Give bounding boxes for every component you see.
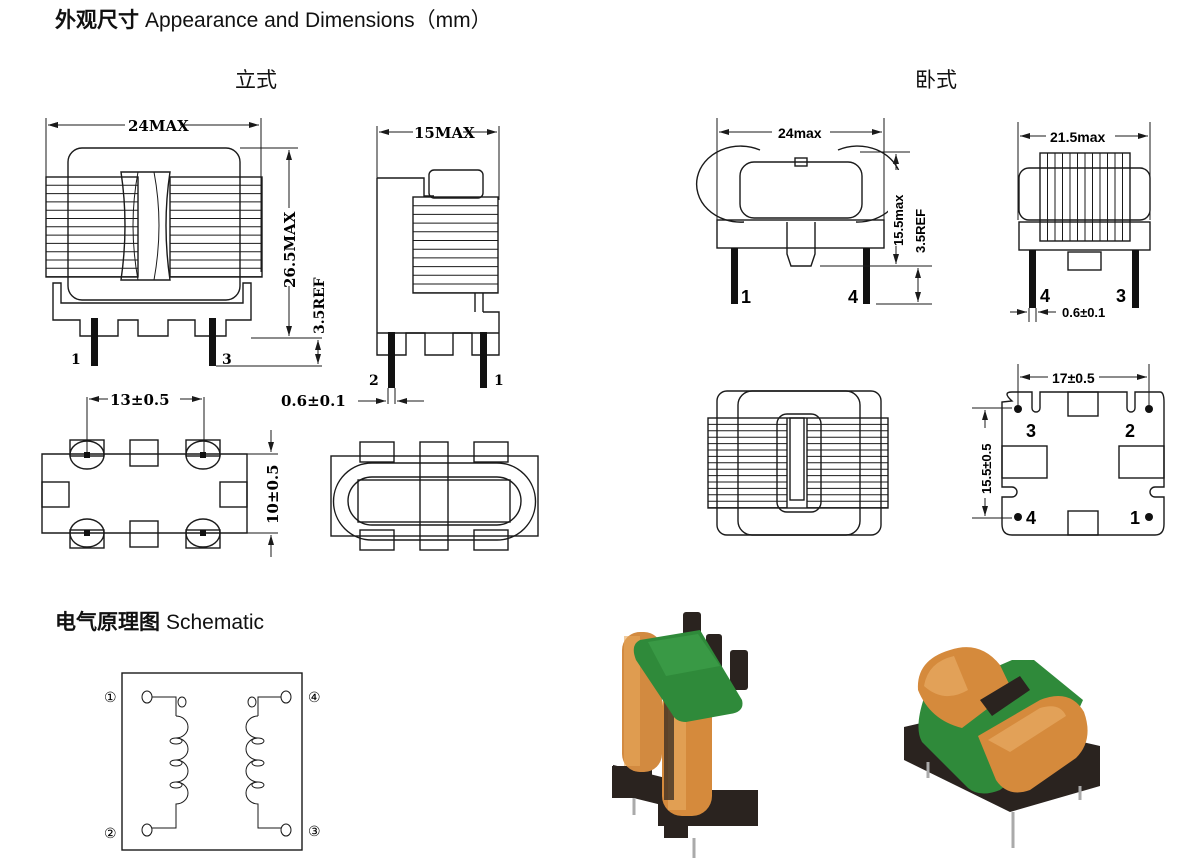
horizontal-height-label: 15.5max — [891, 194, 906, 246]
horizontal-choke-photo — [904, 647, 1100, 848]
vertical-top-view — [330, 441, 539, 551]
vertical-pitch-y-label: 10±0.5 — [264, 464, 282, 524]
schematic-pin-4: ④ — [308, 690, 321, 706]
schematic-title-cn: 电气原理图 — [55, 610, 160, 634]
vertical-height-label: 26.5MAX — [281, 211, 299, 288]
vertical-standoff-label: 3.5REF — [312, 277, 328, 334]
section-title-schematic: 电气原理图 Schematic — [55, 606, 264, 636]
horizontal-pin-dia-label: 0.6±0.1 — [1062, 305, 1105, 320]
horizontal-side-width-label: 21.5max — [1050, 129, 1105, 145]
horizontal-front-pin-4: 4 — [848, 287, 858, 307]
horizontal-front-view: 24max 1 4 15.5max 3.5REF — [695, 118, 932, 307]
horizontal-pitch-x-label: 17±0.5 — [1052, 370, 1095, 386]
horizontal-standoff-label: 3.5REF — [913, 209, 928, 253]
title-en: Appearance and Dimensions（mm） — [145, 9, 492, 32]
horizontal-type-label: 卧式 — [915, 68, 957, 92]
vertical-front-view: 24MAX 1 3 26.5MAX 3.5REF — [45, 117, 328, 368]
vertical-type-label: 立式 — [235, 68, 277, 92]
horizontal-front-pin-1: 1 — [741, 287, 751, 307]
horizontal-pitch-y-label: 15.5±0.5 — [979, 443, 994, 494]
vertical-side-width-label: 15MAX — [414, 124, 475, 142]
vertical-bottom-view: 13±0.5 10±0.5 — [41, 391, 282, 557]
vertical-choke-photo — [612, 612, 758, 858]
horizontal-bottom-view: 17±0.5 3 2 4 1 15.5±0.5 — [972, 364, 1165, 536]
section-title-appearance: 外观尺寸 Appearance and Dimensions（mm） — [55, 4, 492, 34]
horizontal-bottom-pin-3: 3 — [1026, 421, 1036, 441]
horizontal-side-view: 21.5max 4 3 0.6±0.1 — [1010, 122, 1151, 322]
schematic-pin-3: ③ — [308, 824, 321, 840]
schematic-title-en: Schematic — [166, 611, 265, 634]
horizontal-top-view — [707, 390, 889, 536]
schematic-pin-1: ① — [104, 690, 117, 706]
vertical-front-pin-3: 3 — [222, 352, 232, 368]
schematic-pin-2: ② — [104, 826, 117, 842]
vertical-side-pin-2: 2 — [369, 373, 379, 389]
title-cn: 外观尺寸 — [55, 8, 139, 32]
schematic-diagram: ① ② ③ ④ — [104, 672, 321, 851]
vertical-side-view: 15MAX 2 1 0.6±0.1 — [281, 124, 504, 410]
vertical-pin-dia-label: 0.6±0.1 — [281, 392, 346, 410]
horizontal-bottom-pin-2: 2 — [1125, 421, 1135, 441]
horizontal-bottom-pin-1: 1 — [1130, 508, 1140, 528]
horizontal-side-pin-4: 4 — [1040, 286, 1050, 306]
vertical-front-pin-1: 1 — [71, 352, 81, 368]
horizontal-bottom-pin-4: 4 — [1026, 508, 1036, 528]
vertical-width-label: 24MAX — [128, 117, 189, 135]
horizontal-side-pin-3: 3 — [1116, 286, 1126, 306]
horizontal-width-label: 24max — [778, 125, 822, 141]
vertical-pitch-x-label: 13±0.5 — [110, 391, 170, 409]
vertical-side-pin-1: 1 — [494, 373, 504, 389]
